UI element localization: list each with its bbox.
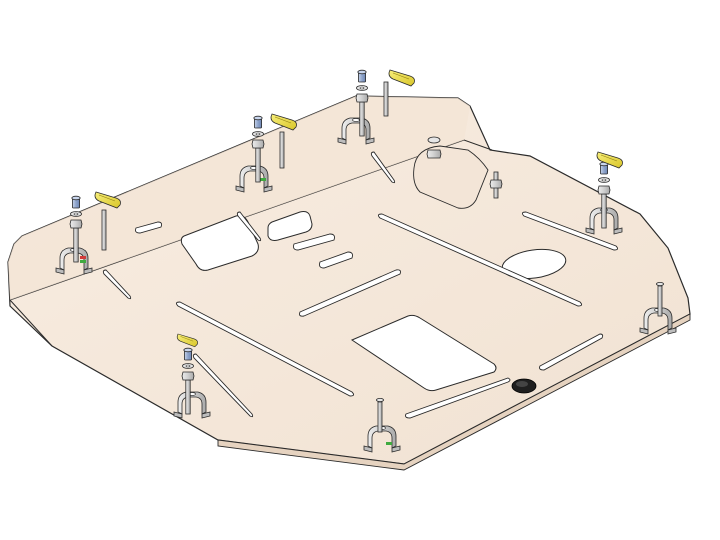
cutouts	[102, 151, 619, 419]
slot-short-a	[293, 233, 335, 251]
front-bracket-2	[235, 165, 273, 193]
cutout-rect-access	[350, 314, 497, 392]
front-bracket-1	[55, 247, 93, 275]
slot-long-4	[521, 211, 619, 251]
slot-front-3	[370, 151, 396, 184]
yellow-clip-3	[388, 69, 415, 87]
slot-long-7	[192, 353, 254, 418]
slot-front-2	[236, 211, 262, 242]
rear-bracket-center	[363, 425, 401, 453]
side-fold-line	[9, 299, 53, 347]
slot-long-2	[175, 301, 355, 397]
raised-panel	[413, 145, 489, 209]
slot-long-6	[539, 333, 604, 371]
fastener-front-1b	[101, 209, 107, 251]
rear-edge	[217, 313, 691, 471]
slot-long-3	[377, 213, 583, 307]
slot-short-c	[135, 221, 163, 234]
slot-front-1	[102, 269, 132, 300]
cutout-center-hole	[267, 211, 313, 241]
fastener-rear-far-right	[656, 282, 664, 317]
slot-long-1	[299, 269, 401, 317]
fastener-front-2b	[279, 131, 285, 169]
standalone-bolt-1	[426, 136, 442, 159]
slot-long-5	[405, 377, 511, 419]
skid-plate	[7, 95, 691, 471]
slot-short-b	[319, 251, 353, 269]
front-lip-shade	[8, 96, 470, 300]
fastener-rear-center	[376, 398, 384, 433]
standalone-bolt-2	[489, 171, 503, 199]
fastener-front-3b	[383, 81, 389, 117]
